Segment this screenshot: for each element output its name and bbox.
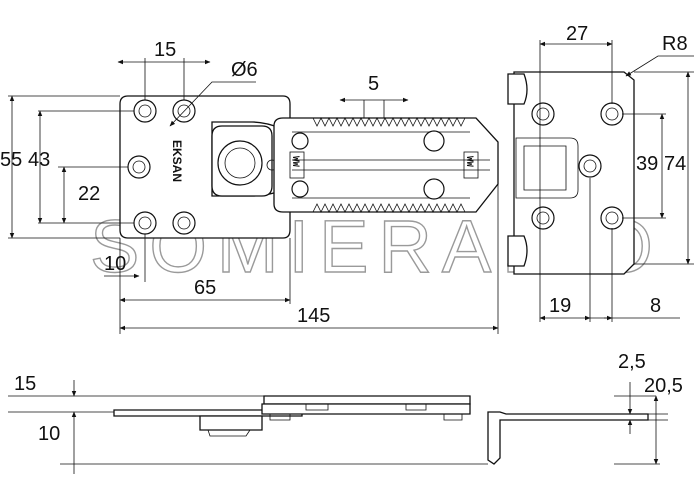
mount-hole-inner — [177, 216, 191, 230]
spring-mark: WW — [290, 156, 300, 167]
front-view: EKSAN WW WW — [119, 95, 499, 239]
slider-teeth-bottom — [312, 203, 466, 213]
elev-side-bracket — [487, 411, 649, 465]
dim-55: 55 — [0, 149, 22, 171]
dim-74: 74 — [664, 153, 686, 175]
dim-27: 27 — [566, 23, 588, 45]
side-hole-inner — [536, 107, 550, 121]
slider-hole — [423, 178, 445, 200]
elev-pivot — [199, 415, 263, 431]
spring-pocket — [289, 151, 305, 179]
spring-mark: WW — [464, 156, 474, 167]
side-hole — [600, 206, 624, 230]
side-plate — [513, 71, 635, 275]
dim-elev-10: 10 — [38, 423, 60, 445]
mount-hole-inner — [138, 216, 152, 230]
side-hole-inner — [583, 159, 597, 173]
dim-dia-6: Ø6 — [231, 59, 258, 81]
side-pocket-inner — [523, 145, 567, 191]
side-hole — [600, 102, 624, 126]
dim-19: 19 — [549, 295, 571, 317]
dim-65: 65 — [194, 277, 216, 299]
side-hole — [531, 206, 555, 230]
dim-39: 39 — [636, 153, 658, 175]
pivot-ring — [217, 140, 263, 186]
dim-15: 15 — [154, 39, 176, 61]
mount-hole — [172, 211, 196, 235]
slider-hole — [423, 130, 445, 152]
dim-43: 43 — [28, 149, 50, 171]
dim-2-5: 2,5 — [618, 351, 646, 373]
spring-pocket — [463, 151, 479, 179]
dim-r8: R8 — [662, 33, 688, 55]
dim-8: 8 — [650, 295, 661, 317]
leader-dia — [169, 81, 256, 127]
mount-hole-inner — [138, 104, 152, 118]
dim-145: 145 — [297, 305, 330, 327]
slider-teeth-top — [312, 117, 466, 127]
elevation-view — [113, 395, 649, 465]
mount-hole-inner — [132, 160, 146, 174]
side-flange-top — [507, 73, 528, 105]
slider-hole — [291, 180, 309, 198]
mount-hole — [133, 211, 157, 235]
side-dimensions: 27 R8 39 74 19 8 — [539, 23, 694, 322]
mount-hole — [127, 155, 151, 179]
slider-channel — [292, 131, 490, 199]
elev-slider — [261, 403, 471, 415]
dim-5: 5 — [368, 73, 379, 95]
side-view — [507, 71, 635, 275]
mount-hole-inner — [177, 104, 191, 118]
side-hole-inner — [605, 211, 619, 225]
brand-mark: EKSAN — [170, 140, 184, 182]
elev-slider-top — [263, 395, 471, 405]
mount-hole — [133, 99, 157, 123]
side-hole-inner — [536, 211, 550, 225]
side-pocket — [515, 137, 579, 199]
dim-22: 22 — [78, 183, 100, 205]
elevation-dimensions: 15 10 2,5 20,5 — [8, 351, 683, 474]
side-hole-inner — [605, 107, 619, 121]
elev-pivot-foot — [207, 429, 251, 437]
side-hole — [531, 102, 555, 126]
leader-r8 — [625, 55, 694, 77]
slider-hole — [291, 132, 309, 150]
side-hole — [578, 154, 602, 178]
side-flange-bottom — [507, 235, 528, 267]
dim-elev-15: 15 — [14, 373, 36, 395]
pivot-core — [224, 147, 256, 179]
elev-base-plate — [113, 409, 303, 417]
front-dimensions: 15 Ø6 5 55 43 22 10 65 145 — [0, 39, 499, 334]
dim-20-5: 20,5 — [644, 375, 683, 397]
dim-10: 10 — [104, 253, 126, 275]
elev-slider-lugs — [269, 404, 463, 421]
